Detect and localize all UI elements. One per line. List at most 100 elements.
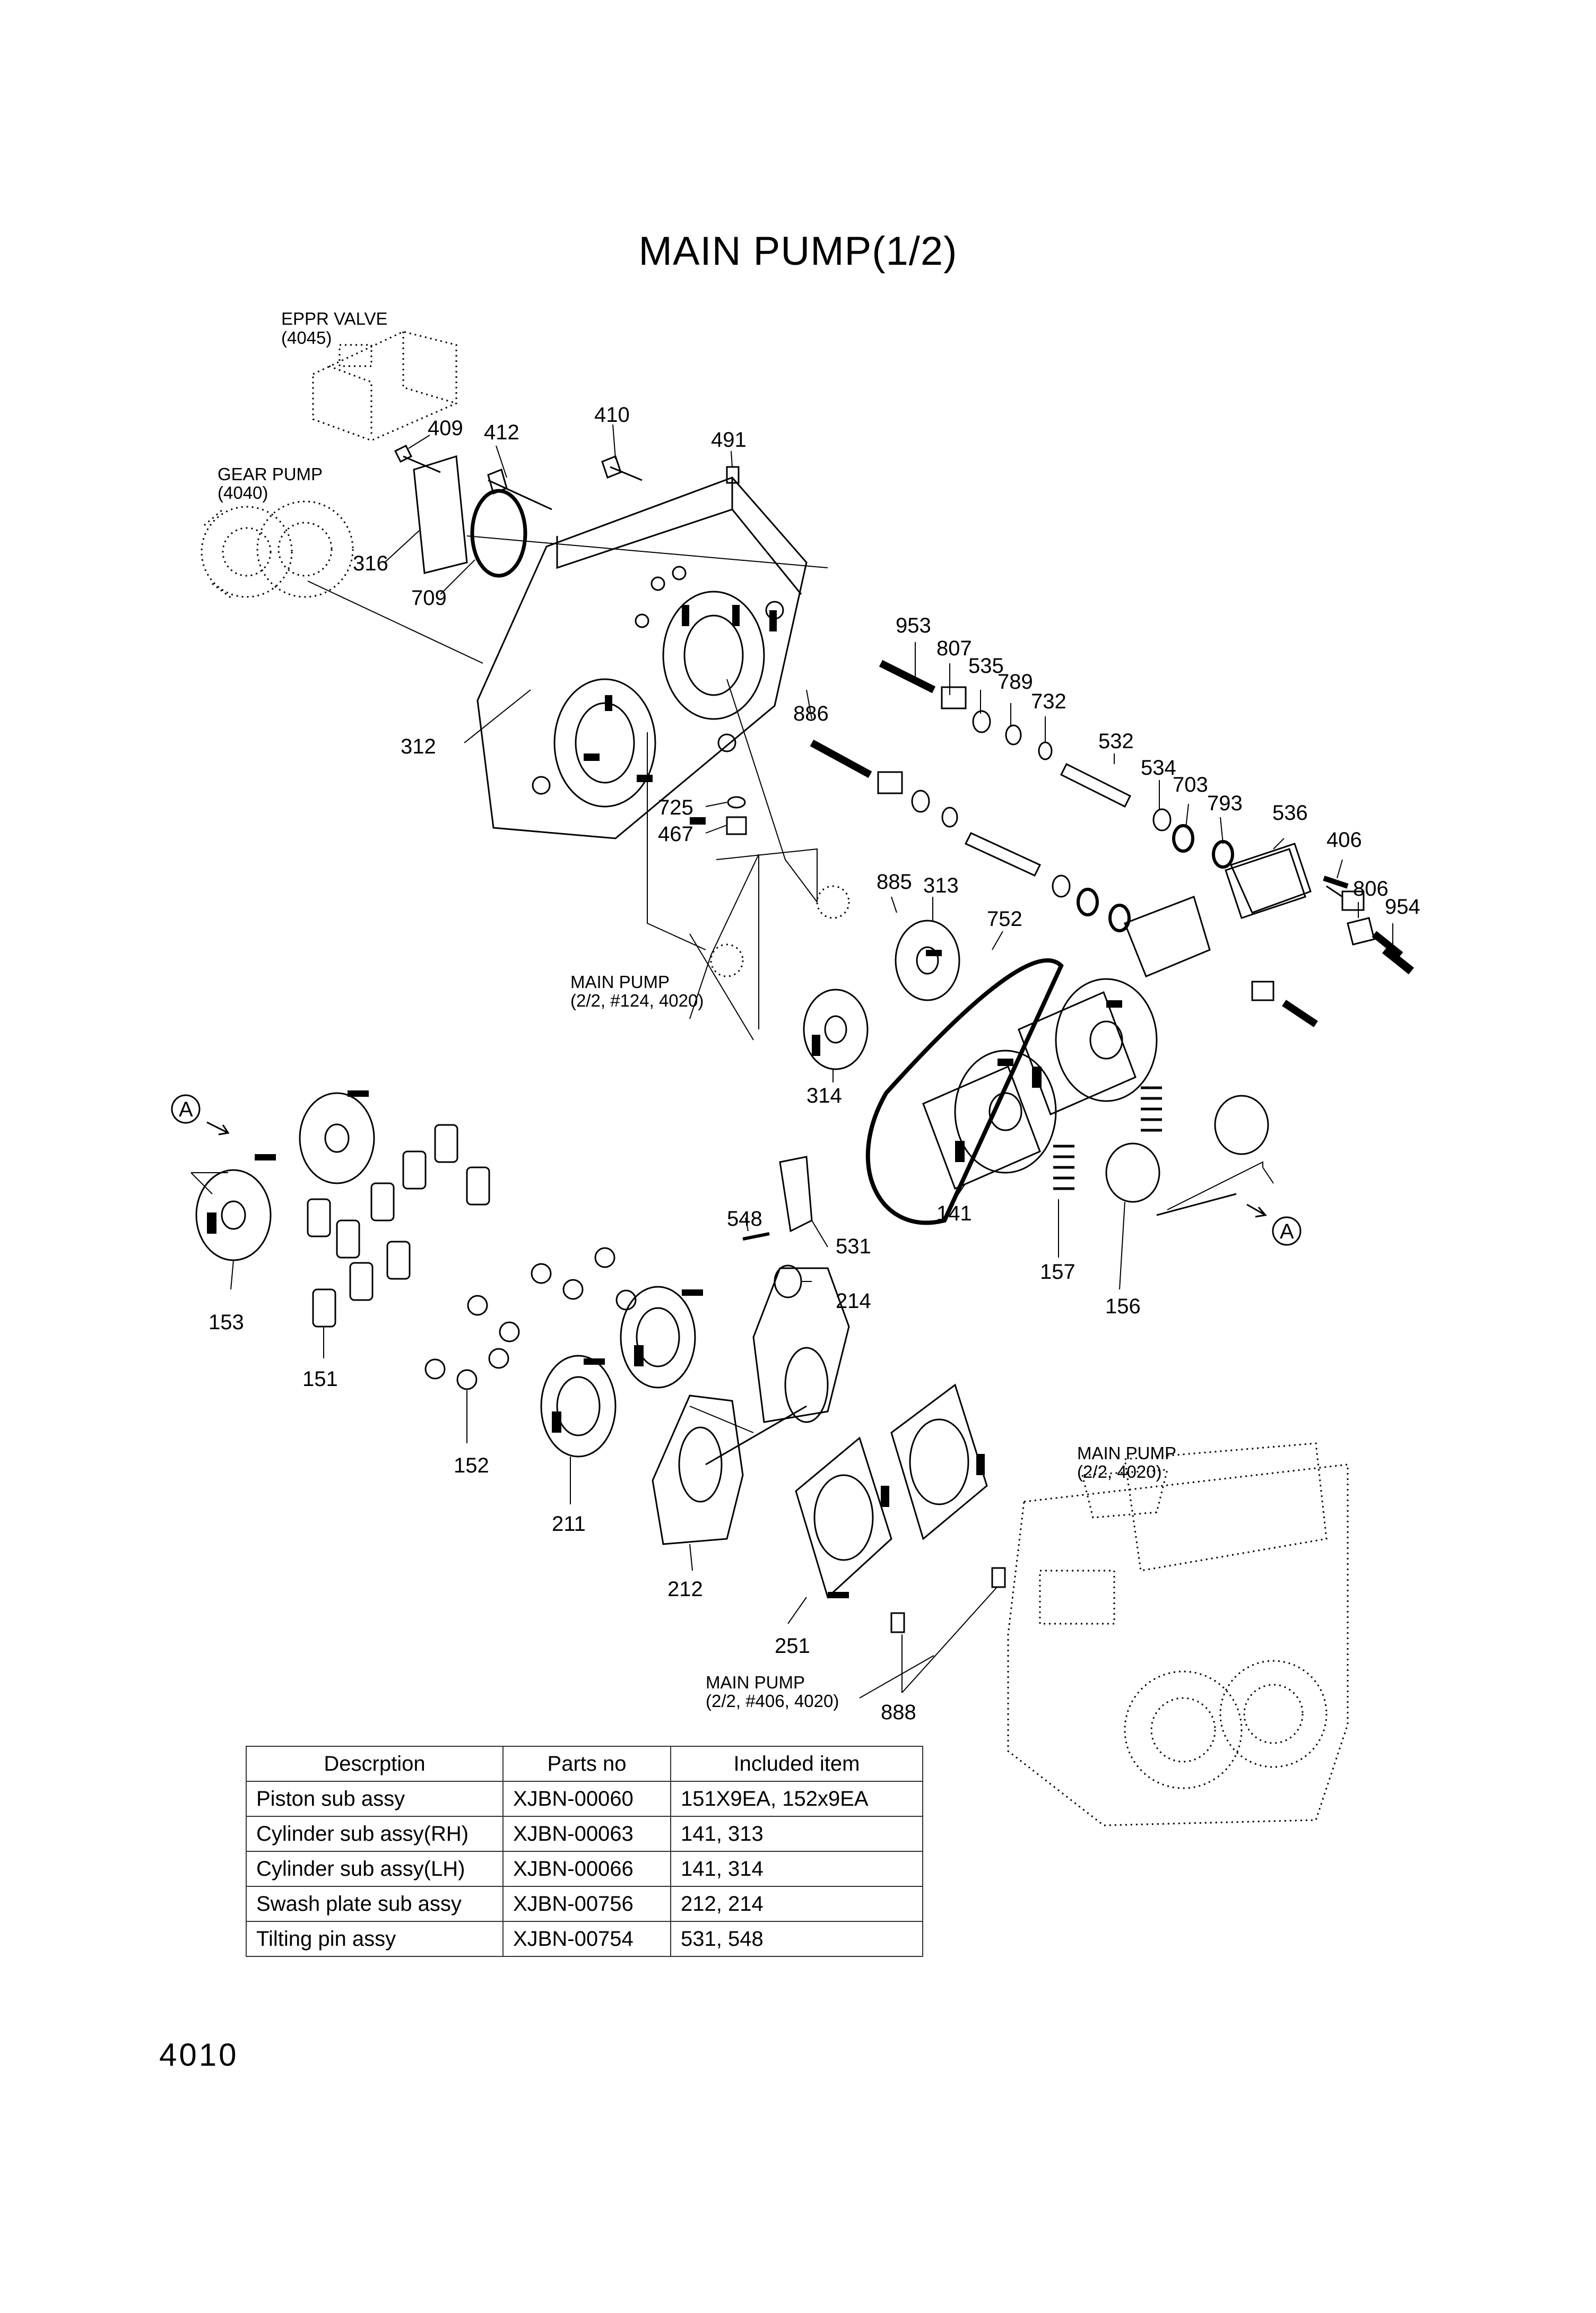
cell-included-item: 531, 548 [670, 1921, 923, 1957]
label-789: 789 [998, 670, 1033, 694]
tilting-pin-531 [779, 1156, 813, 1233]
label-157: 157 [1040, 1260, 1075, 1284]
shoe-plate-211 [540, 1286, 696, 1458]
springs-157 [1053, 1086, 1162, 1190]
label-752: 752 [987, 907, 1022, 931]
cell-parts-no: XJBN-00754 [502, 1921, 671, 1957]
support-251 [795, 1383, 988, 1599]
label-534: 534 [1141, 756, 1176, 779]
cell-included-item: 141, 314 [670, 1851, 923, 1887]
view-marker-a-circle-left [171, 1094, 201, 1124]
nut-806 [1347, 917, 1375, 946]
main-pump-406-ref-line1: MAIN PUMP [706, 1673, 805, 1692]
regulator-parts-row-1 [879, 660, 1403, 958]
marking-patches [207, 605, 1122, 1598]
cell-description: Tilting pin assy [246, 1921, 504, 1957]
o-ring-725 [727, 796, 746, 809]
swash-plate-212 [652, 1267, 850, 1545]
label-548: 548 [727, 1207, 762, 1231]
plug-467 [726, 816, 747, 835]
label-535: 535 [968, 654, 1004, 678]
cell-parts-no: XJBN-00756 [502, 1886, 671, 1922]
seal-ring-outline-a [710, 885, 850, 977]
bolt-406 [1323, 876, 1349, 889]
label-151: 151 [302, 1367, 338, 1391]
pistons-151 [307, 1124, 490, 1328]
label-412: 412 [484, 421, 519, 444]
cylinder-block-141 [922, 978, 1158, 1190]
label-888: 888 [881, 1701, 916, 1724]
cover-536 [1225, 848, 1306, 919]
shoes-152 [424, 1247, 637, 1390]
cell-included-item: 151X9EA, 152x9EA [670, 1781, 923, 1817]
label-793: 793 [1207, 792, 1243, 815]
cell-description: Piston sub assy [246, 1781, 504, 1817]
leader-lines [190, 424, 1393, 1699]
label-725: 725 [658, 796, 693, 819]
table-header-description: Descrption [246, 1746, 504, 1782]
cell-description: Cylinder sub assy(RH) [246, 1816, 504, 1852]
table-header-parts-no: Parts no [502, 1746, 671, 1782]
main-pump-124-ref-line1: MAIN PUMP [570, 972, 670, 992]
eppr-valve-outline [312, 331, 457, 441]
plug-491 [726, 466, 740, 484]
belt-752 [865, 958, 1064, 1225]
view-a-arrows [206, 1121, 1267, 1218]
gear-pump-ref-line1: GEAR PUMP [218, 464, 323, 484]
page-title: MAIN PUMP(1/2) [638, 229, 958, 274]
eppr-valve-ref-line2: (4045) [281, 328, 332, 348]
main-pump-outline [1007, 1442, 1349, 1826]
table-row: Cylinder sub assy(LH) XJBN-00066 141, 31… [246, 1851, 923, 1887]
retainer-156 [1105, 1142, 1160, 1203]
bush-214 [774, 1264, 802, 1298]
table-header-included-item: Included item [670, 1746, 923, 1782]
label-406: 406 [1326, 828, 1362, 852]
label-536: 536 [1272, 801, 1308, 825]
view-marker-a-circle-right [1272, 1216, 1302, 1246]
gear-pump-outline [201, 500, 354, 601]
retainer-plate-153 [195, 1092, 375, 1261]
label-156: 156 [1105, 1295, 1141, 1318]
label-211: 211 [552, 1512, 586, 1536]
cover-316 [413, 455, 468, 574]
label-954: 954 [1385, 895, 1420, 919]
table-header-row: Descrption Parts no Included item [246, 1746, 923, 1782]
cell-included-item: 212, 214 [670, 1886, 923, 1922]
label-885: 885 [877, 870, 912, 894]
main-pump-4020-ref-line1: MAIN PUMP [1077, 1443, 1176, 1463]
o-ring-709 [470, 489, 527, 578]
bolt-412 [487, 468, 552, 510]
sub-assembly-table: Descrption Parts no Included item Piston… [246, 1746, 923, 1957]
label-532: 532 [1098, 730, 1134, 753]
label-251: 251 [775, 1634, 810, 1658]
pin-888 [890, 1612, 905, 1633]
table-row: Swash plate sub assy XJBN-00756 212, 214 [246, 1886, 923, 1922]
label-141: 141 [936, 1202, 972, 1225]
table-row: Tilting pin assy XJBN-00754 531, 548 [246, 1921, 923, 1957]
label-152: 152 [454, 1454, 489, 1477]
table-row: Piston sub assy XJBN-00060 151X9EA, 152x… [246, 1781, 923, 1817]
cell-parts-no: XJBN-00066 [502, 1851, 671, 1887]
bolt-410 [601, 455, 643, 481]
label-703: 703 [1173, 773, 1208, 796]
label-807: 807 [936, 637, 972, 660]
plug-954 [1382, 946, 1414, 975]
page-number: 4010 [159, 2037, 239, 2073]
label-316: 316 [353, 552, 388, 575]
label-531: 531 [836, 1235, 871, 1258]
label-467: 467 [658, 822, 693, 846]
valve-plate-314 [803, 989, 869, 1070]
label-709: 709 [411, 586, 447, 610]
label-886: 886 [793, 702, 829, 725]
label-732: 732 [1031, 690, 1066, 713]
label-410: 410 [594, 403, 630, 427]
main-pump-124-ref-line2: (2/2, #124, 4020) [570, 991, 704, 1010]
valve-plate-313 [895, 920, 960, 1001]
label-312: 312 [401, 735, 436, 758]
label-953: 953 [896, 614, 931, 637]
label-212: 212 [667, 1578, 703, 1601]
regulator-parts-row-2 [810, 739, 1318, 1027]
main-pump-406-ref-line2: (2/2, #406, 4020) [706, 1691, 839, 1711]
